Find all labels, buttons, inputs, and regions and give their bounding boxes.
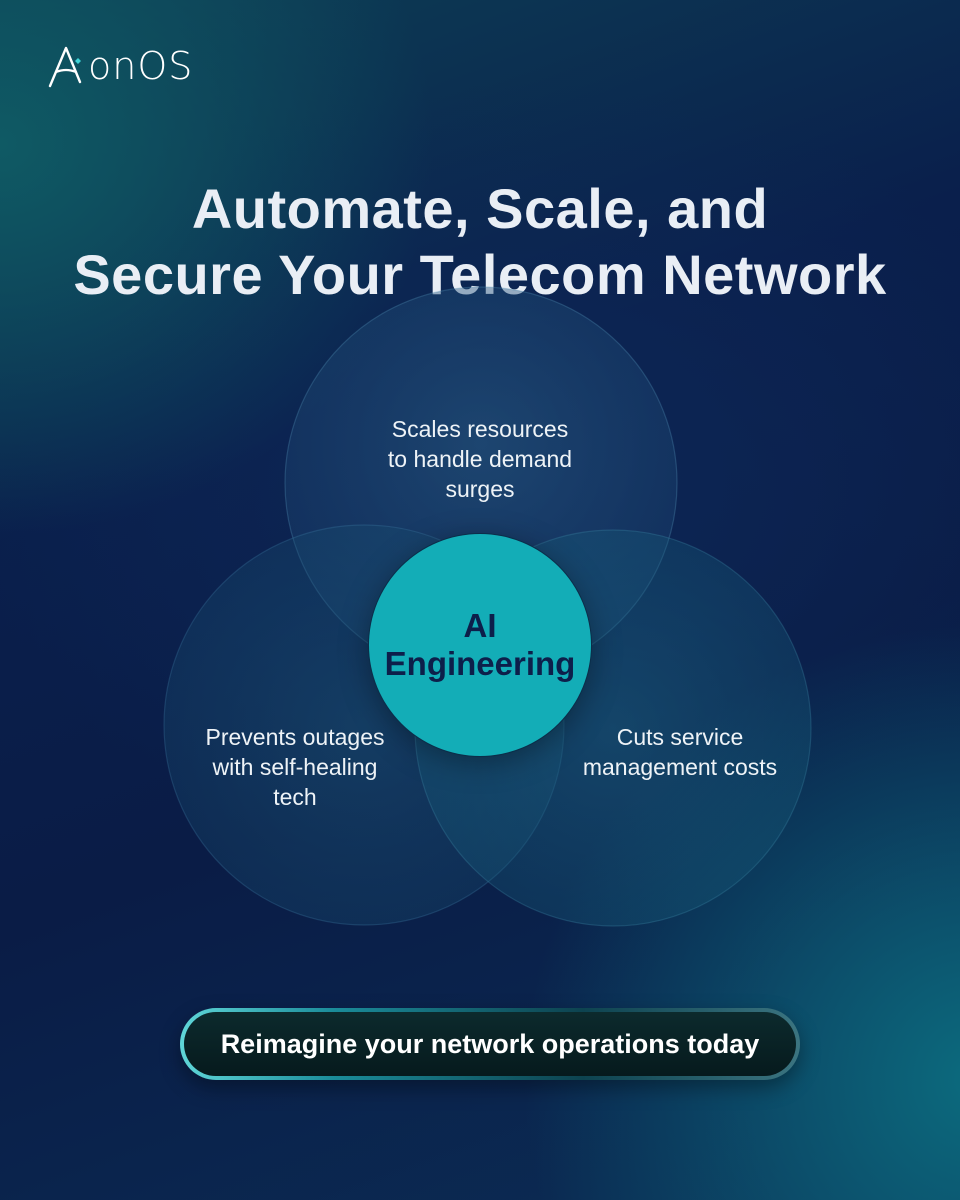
cta-button[interactable]: Reimagine your network operations today: [180, 1008, 800, 1080]
center-label-line-1: AI: [463, 607, 497, 644]
brand-logo: onOS: [46, 42, 193, 90]
cta-button-label: Reimagine your network operations today: [184, 1012, 796, 1076]
venn-left-line: with self-healing: [212, 754, 378, 780]
logo-wordmark: onOS: [88, 44, 194, 88]
venn-top-line: Scales resources: [391, 416, 569, 442]
venn-center-circle: AI Engineering: [369, 534, 591, 756]
venn-left-text: Prevents outages with self-healing tech: [170, 722, 420, 812]
logo-a-icon: [48, 46, 82, 88]
venn-top-line: surges: [445, 476, 515, 502]
venn-right-line: management costs: [582, 754, 778, 780]
venn-right-text: Cuts service management costs: [560, 722, 800, 782]
venn-top-text: Scales resources to handle demand surges: [340, 414, 620, 504]
venn-left-line: tech: [273, 784, 317, 810]
venn-left-line: Prevents outages: [205, 724, 385, 750]
title-line-1: Automate, Scale, and: [191, 177, 769, 240]
center-label-line-2: Engineering: [384, 645, 576, 682]
venn-right-line: Cuts service: [616, 724, 744, 750]
venn-top-line: to handle demand: [387, 446, 573, 472]
